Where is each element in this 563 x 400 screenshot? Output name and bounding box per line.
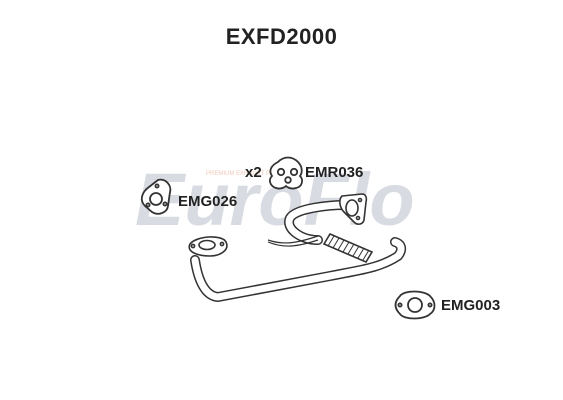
emg003-label: EMG003 [441, 297, 501, 314]
emr036-label: EMR036 [305, 164, 364, 181]
flexible-section [322, 232, 374, 264]
exhaust-pipe [188, 193, 407, 303]
oval-gasket-icon [394, 290, 436, 320]
emg026-label: EMG026 [178, 193, 238, 210]
watermark-tagline: PREMIUM EXHAUST PARTS [206, 171, 285, 177]
rear-flange [339, 193, 368, 225]
emr036-quantity: x2 [245, 164, 262, 181]
front-flange [188, 236, 228, 257]
rubber-mount-icon [269, 156, 303, 190]
triangular-gasket-icon [140, 178, 172, 215]
part-number-title: EXFD2000 [225, 24, 338, 49]
